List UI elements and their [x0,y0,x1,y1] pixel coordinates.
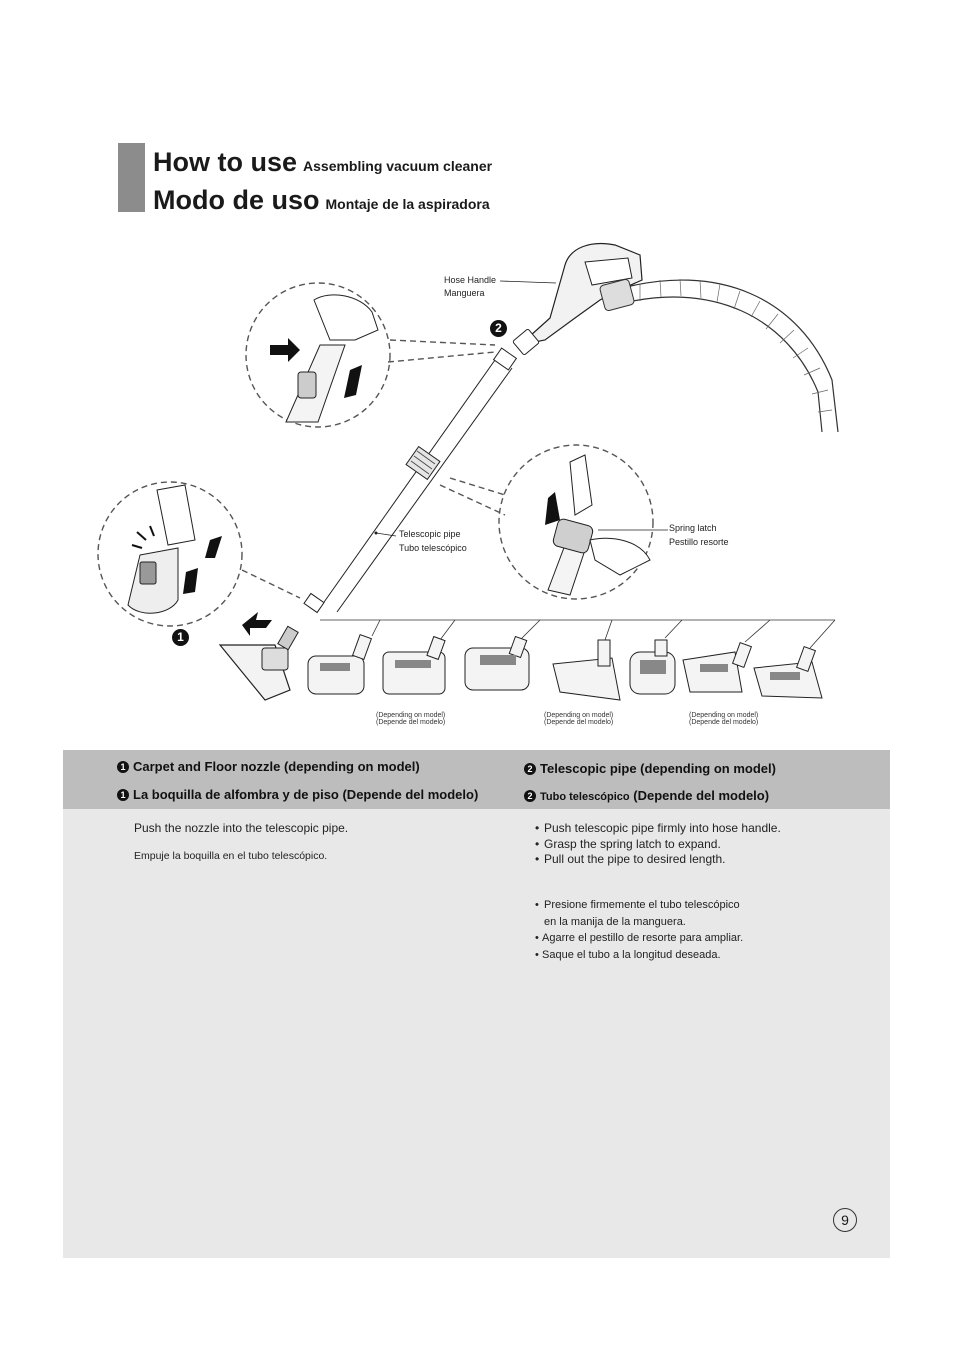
section2-bullets-es: •Presione firmemente el tubo telescópico… [535,897,743,963]
step-badge-1: 1 [172,629,189,646]
section1-text-es: Empuje la boquilla en el tubo telescópic… [134,850,328,862]
list-item: •Saque el tubo a la longitud deseada. [535,948,721,961]
depending-note-3: (Depending on model)(Depende del modelo) [689,712,759,726]
list-item: Grasp the spring latch to expand. [535,837,781,853]
label-telescopic-en: Telescopic pipe [399,529,461,539]
assembly-illustration [97,242,839,701]
subtitle-es: Montaje de la aspiradora [325,196,490,212]
label-spring-latch-en: Spring latch [669,523,717,533]
section1-text-en: Push the nozzle into the telescopic pipe… [134,821,349,835]
subtitle-en: Assembling vacuum cleaner [303,158,493,174]
list-item: Push telescopic pipe firmly into hose ha… [535,821,781,837]
page-number: 9 [833,1208,857,1232]
depending-note-1: (Depending on model)(Depende del modelo) [376,712,446,726]
label-telescopic-es: Tubo telescópico [399,543,467,553]
label-hose-handle-en: Hose Handle [444,275,497,285]
label-hose-handle-es: Manguera [444,288,485,298]
title-accent-bar [118,143,145,212]
section2-bullets-en: Push telescopic pipe firmly into hose ha… [535,821,781,868]
depending-note-2: (Depending on model)(Depende del modelo) [544,712,614,726]
step-badge-2: 2 [490,320,507,337]
list-item: Pull out the pipe to desired length. [535,852,781,868]
label-spring-latch-es: Pestillo resorte [669,537,729,547]
list-item: en la manija de la manguera. [544,915,686,928]
info-panel-header [63,750,890,809]
list-item: •Presione firmemente el tubo telescópico [535,899,740,911]
list-item: •Agarre el pestillo de resorte para ampl… [535,932,744,944]
